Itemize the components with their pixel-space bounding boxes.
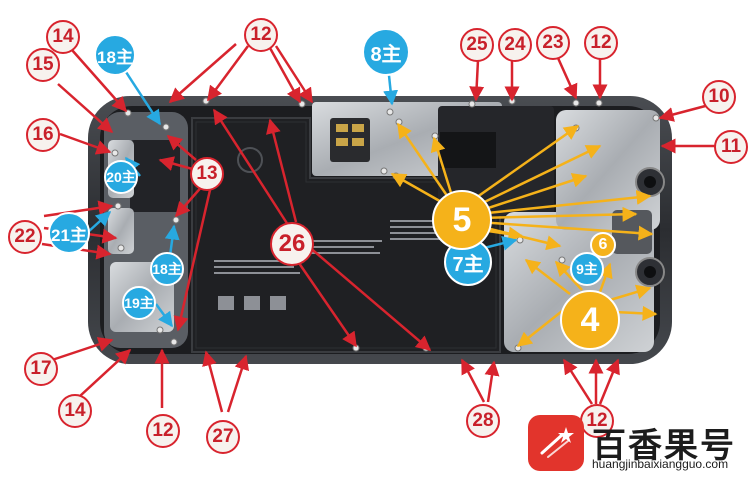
- main-screw-18-mid: 18主: [150, 252, 184, 286]
- main-screw-18-top: 18主: [94, 34, 136, 76]
- callout-27: 27: [206, 420, 240, 454]
- battery-label-text: [214, 220, 456, 310]
- callout-24: 24: [498, 28, 532, 62]
- yellow-arrows: [390, 122, 658, 347]
- camera-bracket: [556, 110, 660, 230]
- group-5: 5: [432, 190, 492, 250]
- brand-name: 百香果号: [592, 426, 736, 466]
- group-4: 4: [560, 290, 620, 350]
- main-screw-9: 9主: [570, 252, 604, 286]
- brand-logo: [528, 415, 584, 471]
- shooting-star-icon: [540, 427, 574, 458]
- callout-16: 16: [26, 118, 60, 152]
- callout-17: 17: [24, 352, 58, 386]
- main-screw-19: 19主: [122, 286, 156, 320]
- callout-25: 25: [460, 28, 494, 62]
- main-screw-21: 21主: [48, 212, 90, 254]
- callout-12-bottom-left: 12: [146, 414, 180, 448]
- callout-26: 26: [270, 222, 314, 266]
- main-screw-8: 8主: [362, 28, 410, 76]
- callout-23: 23: [536, 26, 570, 60]
- callout-11: 11: [714, 130, 748, 164]
- group-6: 6: [590, 232, 616, 258]
- callout-12-top-right: 12: [584, 26, 618, 60]
- brand-url: huangjinbaixiangguo.com: [592, 457, 729, 471]
- callout-10: 10: [702, 80, 736, 114]
- main-screw-20: 20主: [104, 160, 138, 194]
- callout-14-top: 14: [46, 20, 80, 54]
- callout-28: 28: [466, 404, 500, 438]
- callout-13: 13: [190, 157, 224, 191]
- callout-12-top-left: 12: [244, 18, 278, 52]
- callout-15: 15: [26, 48, 60, 82]
- callout-22: 22: [8, 220, 42, 254]
- callout-14-bottom: 14: [58, 394, 92, 428]
